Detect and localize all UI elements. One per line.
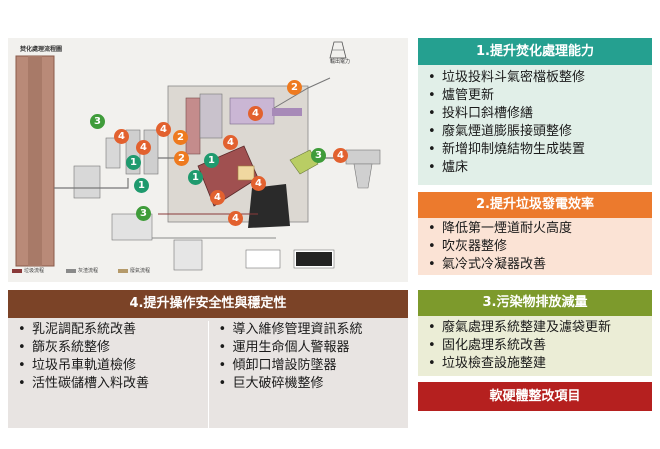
badge-category-3: 3 bbox=[311, 148, 326, 163]
list-item: 固化處理系統改善 bbox=[418, 337, 652, 355]
legend-item-refuse: 垃圾流程 bbox=[12, 267, 44, 274]
list-item: 活性碳儲槽入料改善 bbox=[8, 375, 208, 393]
legend-item-ash: 灰渣流程 bbox=[66, 267, 98, 274]
legend-label: 廢氣流程 bbox=[130, 268, 151, 274]
list-item: 導入維修管理資訊系統 bbox=[209, 321, 409, 339]
badge-category-2: 2 bbox=[174, 151, 189, 166]
list-item: 氣冷式冷凝器改善 bbox=[418, 256, 652, 274]
list-item: 篩灰系統整修 bbox=[8, 339, 208, 357]
badge-category-2: 2 bbox=[287, 80, 302, 95]
list-item: 垃圾吊車軌道檢修 bbox=[8, 357, 208, 375]
badge-category-4: 4 bbox=[248, 106, 263, 121]
list-item: 巨大破碎機整修 bbox=[209, 375, 409, 393]
items-column-left: 乳泥調配系統改善 篩灰系統整修 垃圾吊車軌道檢修 活性碳儲槽入料改善 bbox=[8, 321, 208, 428]
badge-category-4: 4 bbox=[251, 176, 266, 191]
items-column-right: 導入維修管理資訊系統 運用生命個人警報器 傾卸口增設防墜器 巨大破碎機整修 bbox=[207, 321, 409, 428]
legend-label: 灰渣流程 bbox=[78, 268, 99, 274]
badge-category-3: 3 bbox=[90, 114, 105, 129]
legend-label: 垃圾流程 bbox=[24, 268, 45, 274]
list-item: 垃圾檢查設施整建 bbox=[418, 355, 652, 373]
legend-swatch bbox=[12, 268, 22, 273]
list-item: 吹灰器整修 bbox=[418, 238, 652, 256]
badge-category-1: 1 bbox=[126, 155, 141, 170]
legend-swatch bbox=[118, 268, 128, 273]
badge-category-4: 4 bbox=[114, 129, 129, 144]
badge-category-2: 2 bbox=[173, 130, 188, 145]
badge-category-1: 1 bbox=[188, 170, 203, 185]
list-item: 垃圾投料斗氣密檔板整修 bbox=[418, 69, 652, 87]
category-items: 降低第一煙道耐火高度 吹灰器整修 氣冷式冷凝器改善 bbox=[418, 218, 652, 275]
category-items: 垃圾投料斗氣密檔板整修 爐管更新 投料口斜槽修繕 廢氣煙道膨脹接頭整修 新增抑制… bbox=[418, 65, 652, 185]
category-emission-reduction: 3.污染物排放減量 廢氣處理系統整建及濾袋更新 固化處理系統改善 垃圾檢查設施整… bbox=[418, 290, 652, 376]
category-improve-incineration: 1.提升焚化處理能力 垃圾投料斗氣密檔板整修 爐管更新 投料口斜槽修繕 廢氣煙道… bbox=[418, 38, 652, 185]
list-item: 乳泥調配系統改善 bbox=[8, 321, 208, 339]
list-item: 投料口斜槽修繕 bbox=[418, 105, 652, 123]
list-item: 降低第一煙道耐火高度 bbox=[418, 220, 652, 238]
badge-category-4: 4 bbox=[228, 211, 243, 226]
list-item: 廢氣煙道膨脹接頭整修 bbox=[418, 123, 652, 141]
list-item: 廢氣處理系統整建及濾袋更新 bbox=[418, 319, 652, 337]
hardware-software-improvements-label: 軟硬體整改項目 bbox=[418, 382, 652, 411]
category-items: 乳泥調配系統改善 篩灰系統整修 垃圾吊車軌道檢修 活性碳儲槽入料改善 導入維修管… bbox=[8, 318, 408, 428]
list-item: 新增抑制燒結物生成裝置 bbox=[418, 141, 652, 159]
category-title: 4.提升操作安全性與穩定性 bbox=[8, 290, 408, 318]
badge-category-4: 4 bbox=[156, 122, 171, 137]
badge-category-3: 3 bbox=[136, 206, 151, 221]
badge-category-1: 1 bbox=[134, 178, 149, 193]
legend-item-fluegas: 廢氣流程 bbox=[118, 267, 150, 274]
category-power-efficiency: 2.提升垃圾發電效率 降低第一煙道耐火高度 吹灰器整修 氣冷式冷凝器改善 bbox=[418, 192, 652, 275]
badge-category-4: 4 bbox=[210, 190, 225, 205]
power-output-label: 輸出電力 bbox=[330, 59, 351, 65]
category-title: 3.污染物排放減量 bbox=[418, 290, 652, 316]
badge-category-4: 4 bbox=[136, 140, 151, 155]
process-flow-diagram: 焚化處理流程圖 輸出電力 垃圾流程 灰渣流程 廢氣流程 3 4 4 4 1 1 … bbox=[8, 38, 408, 282]
legend-swatch bbox=[66, 268, 76, 273]
category-items: 廢氣處理系統整建及濾袋更新 固化處理系統改善 垃圾檢查設施整建 bbox=[418, 316, 652, 376]
list-item: 爐床 bbox=[418, 159, 652, 177]
list-item: 傾卸口增設防墜器 bbox=[209, 357, 409, 375]
category-safety-stability: 4.提升操作安全性與穩定性 乳泥調配系統改善 篩灰系統整修 垃圾吊車軌道檢修 活… bbox=[8, 290, 408, 428]
badge-category-1: 1 bbox=[204, 153, 219, 168]
badge-category-4: 4 bbox=[333, 148, 348, 163]
list-item: 運用生命個人警報器 bbox=[209, 339, 409, 357]
list-item: 爐管更新 bbox=[418, 87, 652, 105]
category-title: 2.提升垃圾發電效率 bbox=[418, 192, 652, 218]
category-title: 1.提升焚化處理能力 bbox=[418, 38, 652, 65]
badge-category-4: 4 bbox=[223, 135, 238, 150]
diagram-title: 焚化處理流程圖 bbox=[20, 46, 63, 53]
